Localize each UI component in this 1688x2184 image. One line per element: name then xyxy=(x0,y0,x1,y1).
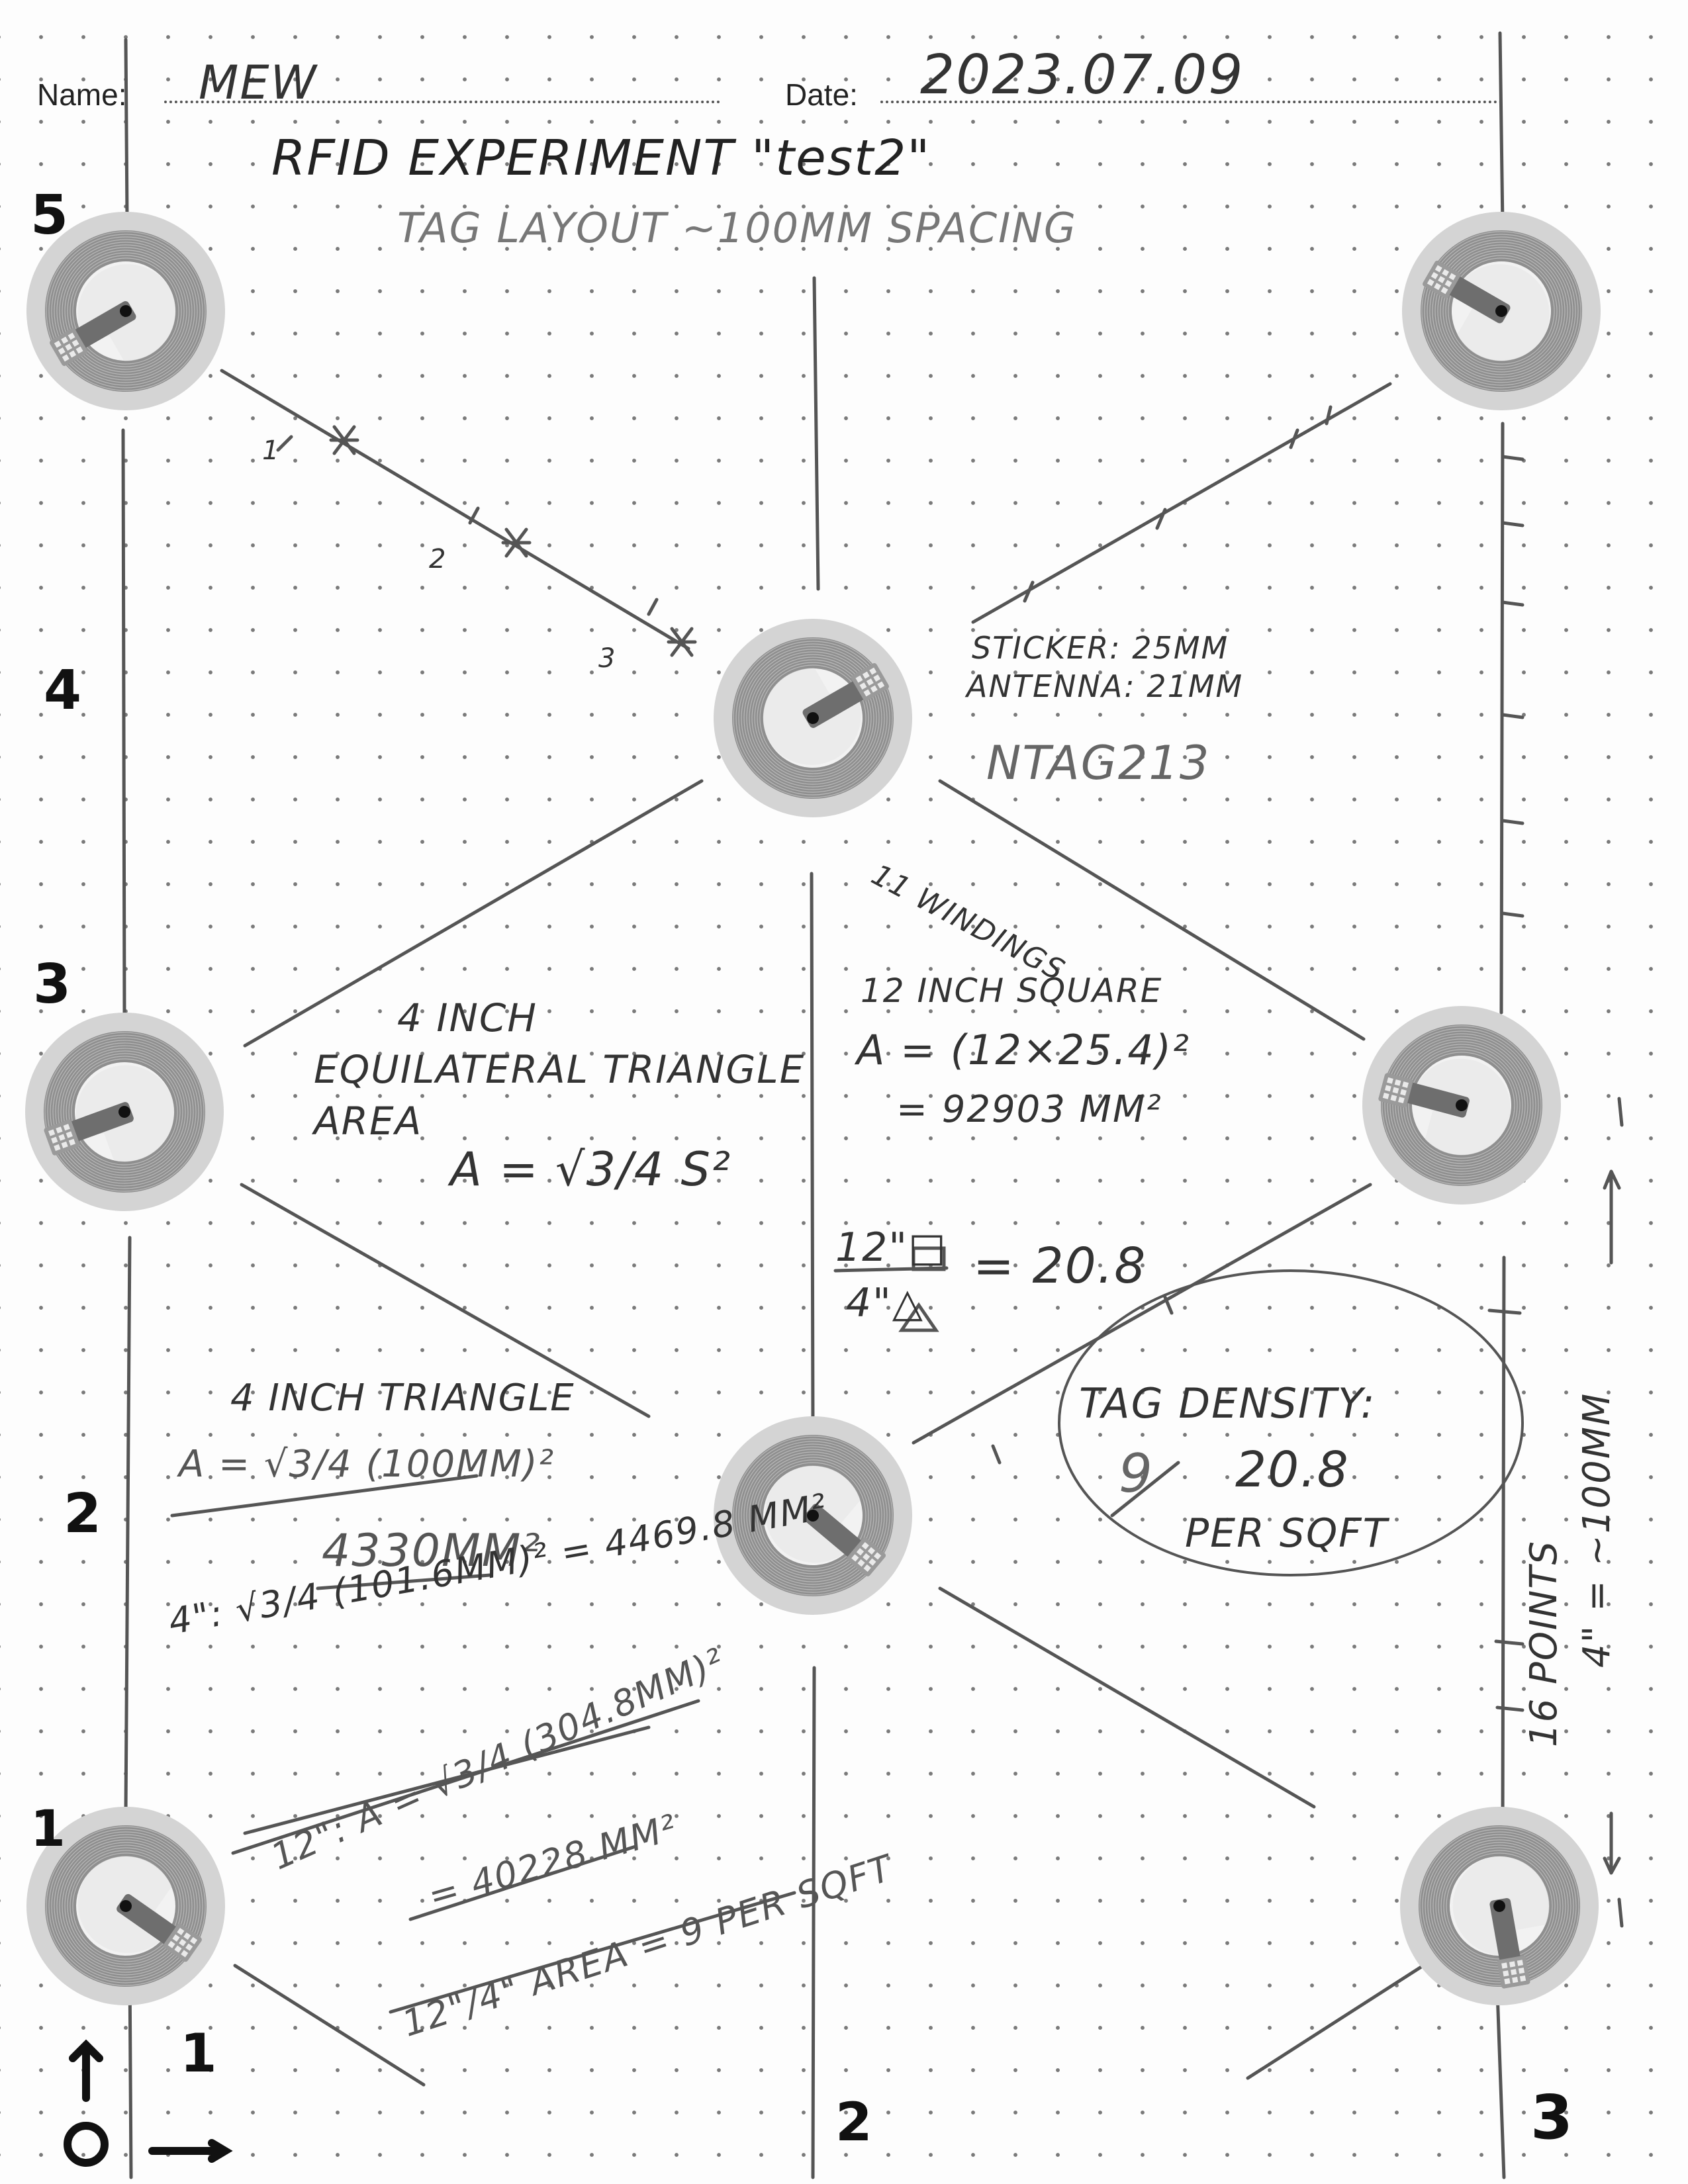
name-line xyxy=(164,101,720,103)
diag-bottomleft-bottom xyxy=(233,1964,426,2087)
page-subtitle: TAG LAYOUT ~100MM SPACING xyxy=(397,204,1077,252)
ratio-square xyxy=(912,1246,946,1271)
ratio-triangle xyxy=(898,1302,939,1332)
diag-bottomright-bottom xyxy=(1246,1964,1425,2080)
diag-topright-center xyxy=(971,382,1392,624)
ratio-numerator: 12"□ xyxy=(835,1224,947,1271)
square-line-1: 12 INCH SQUARE xyxy=(861,972,1163,1010)
left-corner-origin xyxy=(64,2122,109,2167)
diagonal-ticks xyxy=(276,405,1333,1465)
row-number-3: 3 xyxy=(33,953,73,1016)
diag-topleft-center xyxy=(220,369,690,651)
rfid-tag-mid-right xyxy=(1362,1006,1561,1205)
rfid-tag-center-upper xyxy=(714,619,912,817)
left-border-line xyxy=(121,38,133,2179)
rfid-tag-bottom-left xyxy=(26,1807,225,2005)
scale-end-ticks xyxy=(1617,1097,1624,1928)
scale-arrow-down xyxy=(1603,1811,1621,1875)
center-vertical-line xyxy=(810,276,820,2179)
diag-midleft-lower xyxy=(240,1183,651,1418)
rfid-tag-mid-left xyxy=(25,1013,224,1211)
density-circle xyxy=(1058,1269,1524,1576)
diag-center-midright xyxy=(938,779,1366,1041)
triangle-calc-heading: 4 INCH TRIANGLE xyxy=(230,1377,575,1420)
strike-crossed-nine xyxy=(1110,1461,1180,1518)
right-border-ticks xyxy=(1487,455,1524,1712)
diagonal-mark-1: 1 xyxy=(262,435,281,466)
rfid-tag-center-lower xyxy=(714,1416,912,1615)
date-label: Date: xyxy=(785,77,858,112)
date-value: 2023.07.09 xyxy=(920,44,1244,107)
triangle-line-2: EQUILATERAL TRIANGLE xyxy=(314,1047,806,1092)
strike-crossed-formula xyxy=(170,1474,492,1590)
diagonal-mark-2: 2 xyxy=(429,544,447,574)
left-corner-arrow xyxy=(69,2039,233,2163)
scale-arrow-up xyxy=(1603,1169,1621,1265)
name-value: MEW xyxy=(199,56,318,110)
rfid-tag-bottom-right xyxy=(1400,1807,1599,2005)
triangle-line-3: AREA xyxy=(314,1099,423,1144)
ratio-denominator: 4"△ xyxy=(846,1280,924,1326)
chip-spec: NTAG213 xyxy=(986,736,1211,790)
column-number-3: 3 xyxy=(1530,2082,1575,2153)
diag-center-midleft xyxy=(243,779,704,1048)
column-number-1: 1 xyxy=(180,2023,218,2084)
sticker-spec: STICKER: 25MM xyxy=(972,630,1229,666)
row-number-5: 5 xyxy=(30,184,70,247)
diag-lower-bottomright xyxy=(938,1586,1316,1809)
asterisk-marks xyxy=(329,425,697,657)
diagonal-mark-3: 3 xyxy=(598,643,617,674)
column-number-2: 2 xyxy=(835,2091,874,2153)
right-border-line xyxy=(1495,31,1506,2179)
date-line xyxy=(880,101,1503,103)
diag-midright-lower xyxy=(912,1183,1372,1445)
name-label: Name: xyxy=(37,77,127,112)
scale-note: 16 POINTS xyxy=(1523,1539,1566,1747)
density-title: TAG DENSITY: xyxy=(1079,1379,1376,1428)
triangle-line-1: 4 INCH xyxy=(397,995,538,1040)
density-unit: PER SQFT xyxy=(1185,1510,1389,1557)
density-value: 20.8 xyxy=(1235,1441,1350,1498)
ratio-result: = 20.8 xyxy=(973,1238,1147,1295)
square-line-3: = 92903 MM² xyxy=(896,1088,1162,1131)
triangle-calc-crossed-result: 4330MM² xyxy=(322,1525,541,1577)
row-number-4: 4 xyxy=(44,659,83,722)
triangle-calc-crossed-formula: A = √3/4 (100MM)² xyxy=(179,1443,555,1486)
antenna-spec: ANTENNA: 21MM xyxy=(966,668,1244,704)
rfid-tag-top-left xyxy=(26,212,225,410)
density-crossed: 9 xyxy=(1119,1443,1154,1504)
tags-layer xyxy=(25,212,1601,2005)
scale-equation: 4" = ~100MM xyxy=(1575,1392,1618,1668)
row-number-2: 2 xyxy=(64,1482,103,1545)
triangle-formula: A = √3/4 S² xyxy=(450,1142,732,1197)
square-line-2: A = (12×25.4)² xyxy=(857,1026,1190,1074)
page-title: RFID EXPERIMENT "test2" xyxy=(271,130,931,187)
rfid-tag-top-right xyxy=(1402,212,1601,410)
strike-crossed-block xyxy=(243,1725,796,2014)
row-number-1: 1 xyxy=(30,1799,67,1858)
